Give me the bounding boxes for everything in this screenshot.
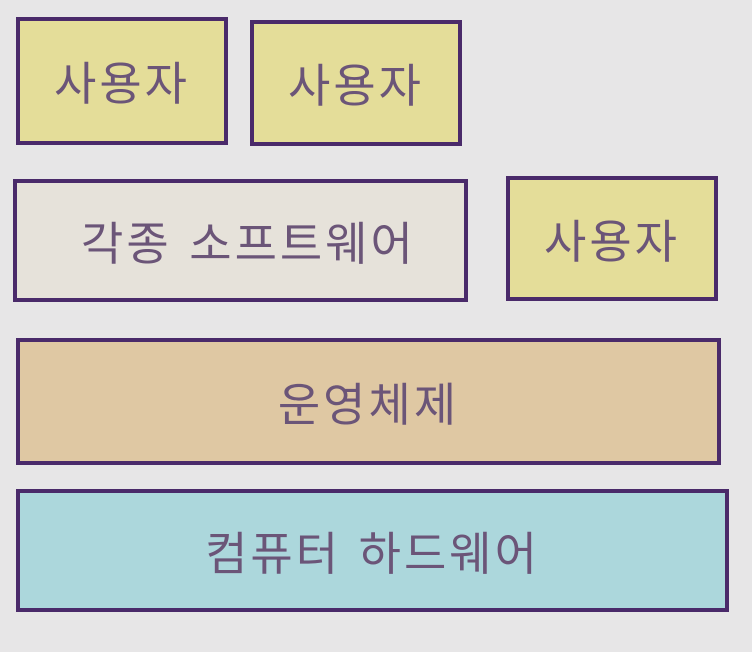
software-box: 각종 소프트웨어 bbox=[13, 179, 468, 302]
user-label-1: 사용자 bbox=[54, 57, 190, 111]
software-label: 각종 소프트웨어 bbox=[81, 216, 416, 271]
operating-system-label: 운영체제 bbox=[277, 377, 460, 432]
hardware-box: 컴퓨터 하드웨어 bbox=[16, 489, 729, 612]
user-box-1: 사용자 bbox=[16, 17, 228, 145]
user-label-3: 사용자 bbox=[544, 214, 680, 269]
operating-system-box: 운영체제 bbox=[16, 338, 721, 465]
user-box-2: 사용자 bbox=[250, 20, 462, 146]
user-label-2: 사용자 bbox=[288, 59, 424, 113]
hardware-label: 컴퓨터 하드웨어 bbox=[205, 526, 540, 581]
user-box-3: 사용자 bbox=[506, 176, 718, 301]
